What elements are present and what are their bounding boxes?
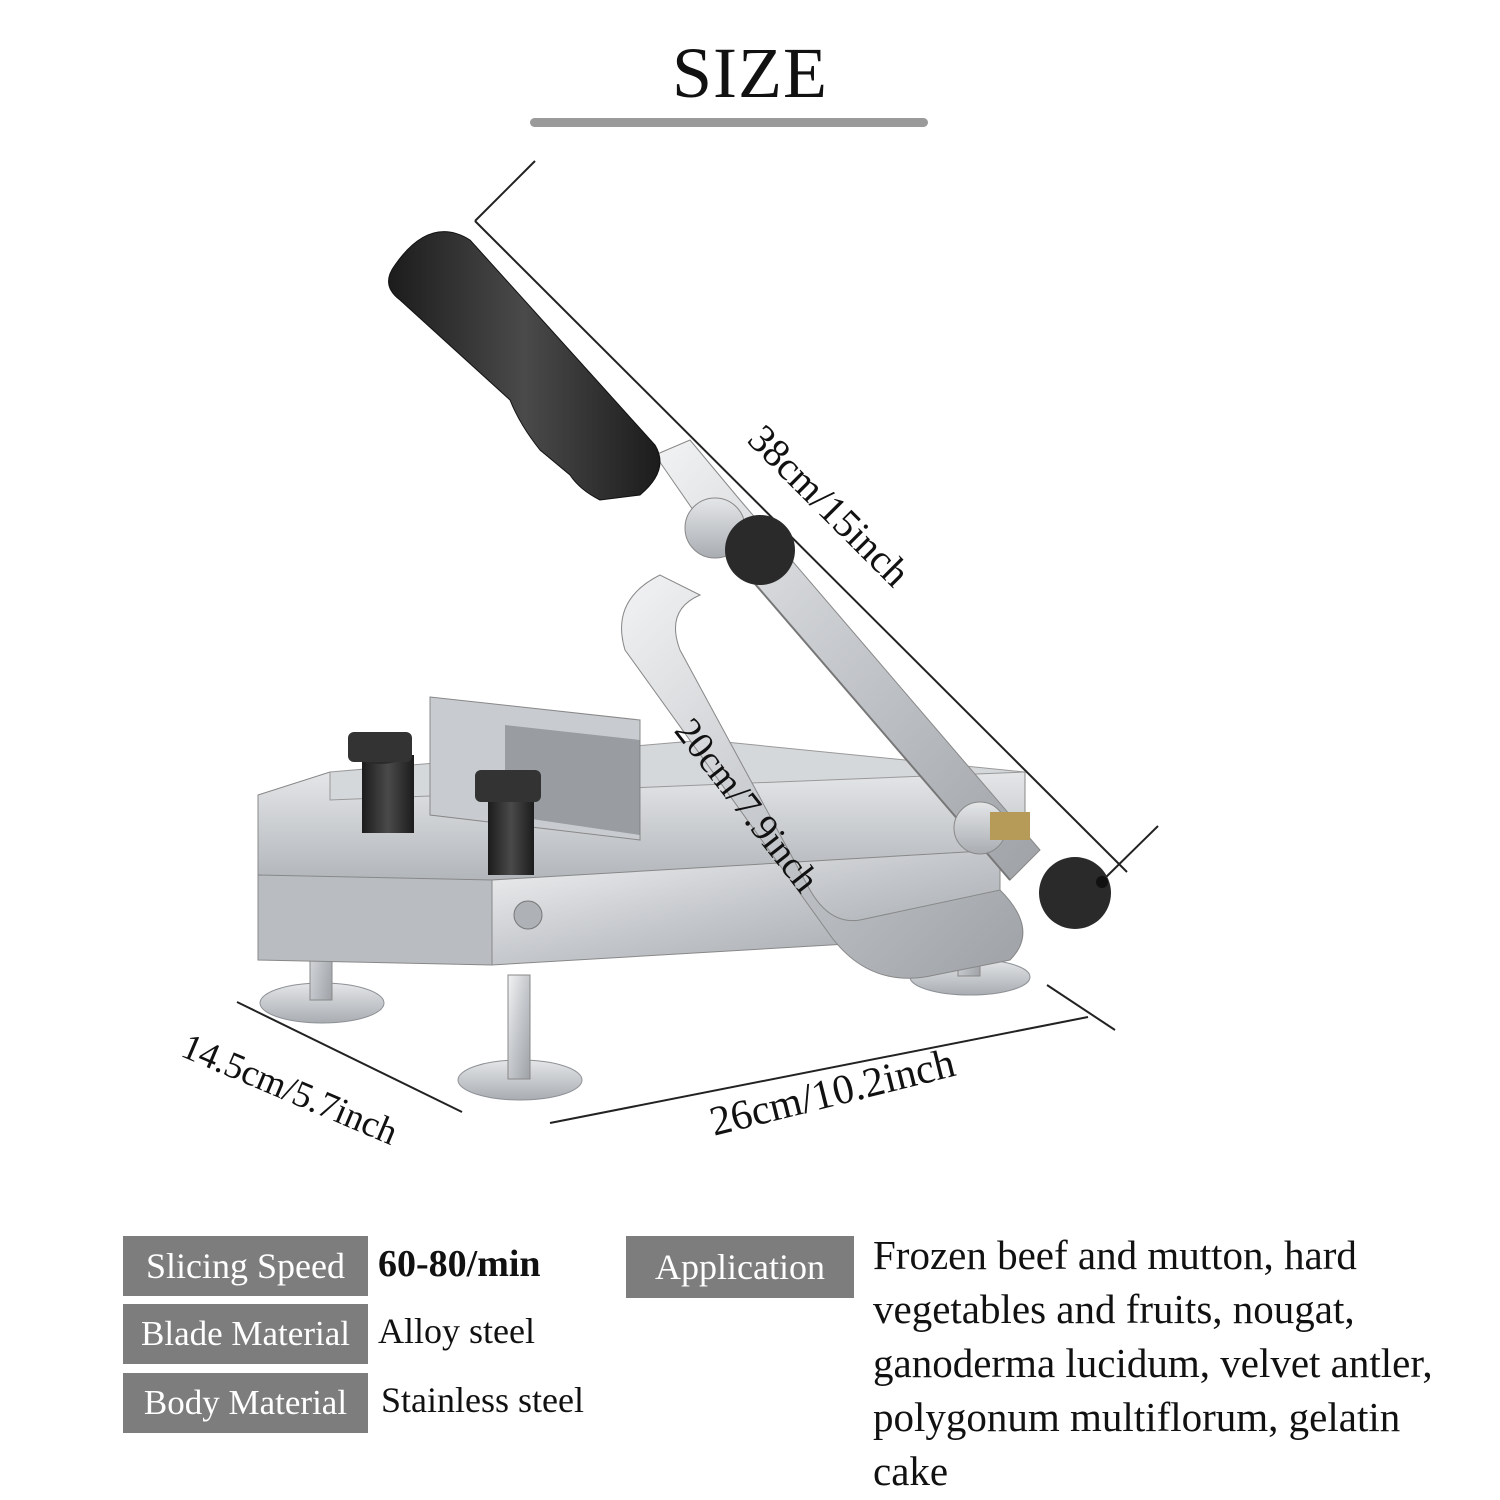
pivot-knobs [684,497,1111,929]
page-title: SIZE [672,33,828,113]
blade-material-label: Blade Material [123,1304,368,1364]
fence-knobs [348,732,541,875]
slicer-fence [429,696,641,841]
slicer-handle [388,231,661,501]
title-underline [530,118,928,127]
slicer-arm-frame [621,574,1024,979]
blade-material-value: Alloy steel [378,1311,535,1351]
body-material-value: Stainless steel [381,1380,584,1420]
slicing-speed-label: Slicing Speed [123,1236,368,1296]
application-label: Application [626,1236,854,1298]
dimension-lines [236,160,1159,1124]
application-value: Frozen beef and mutton, hard vegetables … [873,1232,1433,1494]
slicer-illustration [236,160,1159,1124]
body-material-label: Body Material [123,1373,368,1433]
slicing-speed-value: 60-80/min [378,1243,541,1285]
